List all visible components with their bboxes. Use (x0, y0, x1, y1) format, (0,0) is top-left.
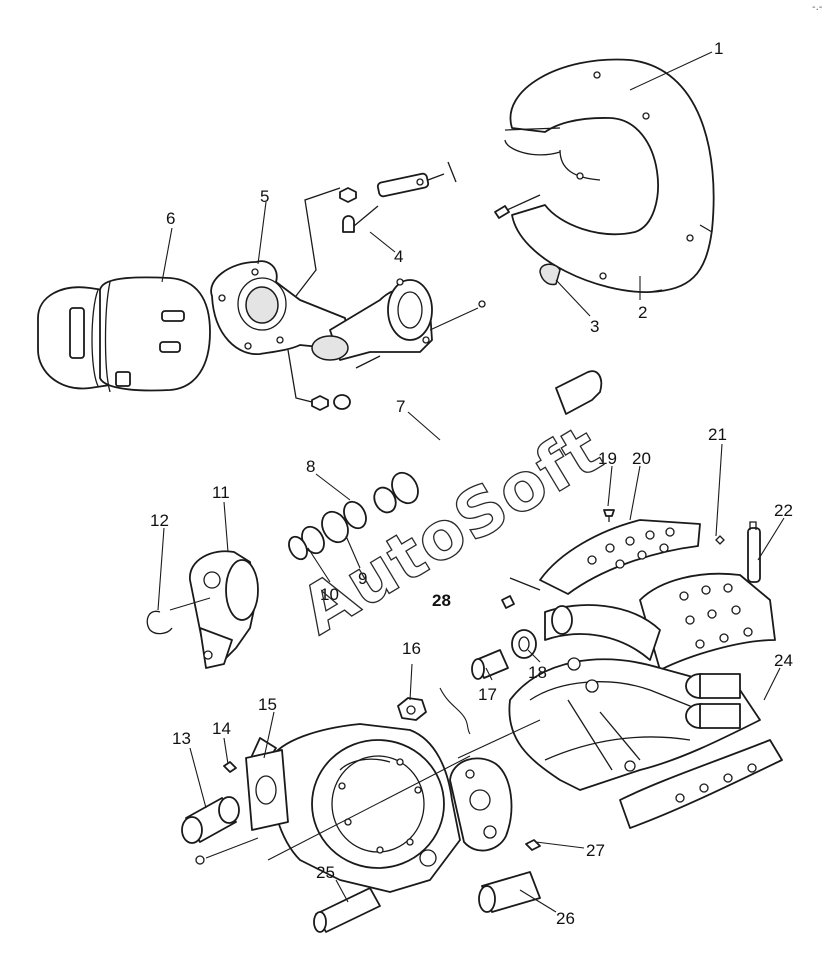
slack-adjuster-part (189, 550, 259, 669)
camshaft-bracket-part (311, 278, 486, 361)
anchor-pin-part (747, 521, 761, 583)
label-18: 18 (528, 663, 547, 682)
label-17: 17 (478, 685, 497, 704)
cap-part (539, 263, 561, 286)
bushing-17 (471, 649, 509, 680)
pin-25 (313, 887, 381, 933)
shield-bolt (494, 194, 541, 219)
brake-shoe-lining-lower (619, 739, 783, 829)
label-27: 27 (586, 841, 605, 860)
label-10: 10 (320, 585, 339, 604)
nut-16 (397, 697, 427, 721)
label-24: 24 (774, 651, 793, 670)
dust-shield-part (504, 58, 715, 293)
axis-line-lower (267, 755, 471, 861)
snap-ring-part (146, 597, 211, 635)
label-22: 22 (774, 501, 793, 520)
brake-shoe-lining-right (639, 572, 776, 671)
clevis-part (287, 161, 457, 411)
label-28: 28 (432, 591, 451, 610)
brake-spider-part (249, 723, 461, 893)
label-1: 1 (714, 39, 723, 58)
chamber-bracket-part (210, 260, 351, 355)
corner-mark: -.- (812, 2, 823, 13)
shoe-bolt (501, 577, 541, 609)
label-11: 11 (212, 483, 230, 502)
label-13: 13 (172, 729, 191, 748)
label-8: 8 (306, 457, 315, 476)
screw-14 (223, 761, 237, 773)
label-16: 16 (402, 639, 421, 658)
label-15: 15 (258, 695, 277, 714)
fitting-27 (525, 839, 541, 851)
label-19: 19 (598, 449, 617, 468)
axis-line-shoe (457, 719, 541, 759)
label-7: 7 (396, 397, 405, 416)
label-3: 3 (590, 317, 599, 336)
label-20: 20 (632, 449, 651, 468)
brake-chamber-part (37, 276, 211, 393)
rivet-part (603, 509, 615, 522)
spring-part (715, 535, 725, 545)
label-6: 6 (166, 209, 175, 228)
label-5: 5 (260, 187, 269, 206)
label-9: 9 (358, 569, 367, 588)
label-21: 21 (708, 425, 727, 444)
bushing-18 (511, 629, 537, 659)
part-number-labels: 1 2 3 4 5 6 7 8 9 10 11 12 13 14 15 16 1… (150, 39, 793, 928)
sleeve-26 (478, 871, 541, 913)
leader-lines (157, 51, 785, 913)
camshaft-boss-part (449, 757, 513, 852)
label-4: 4 (394, 247, 403, 266)
washer-group (288, 500, 367, 561)
label-14: 14 (212, 719, 231, 738)
label-12: 12 (150, 511, 169, 530)
bushing-13 (181, 796, 259, 865)
roller-group (685, 673, 741, 729)
label-26: 26 (556, 909, 575, 928)
label-2: 2 (638, 303, 647, 322)
label-25: 25 (316, 863, 335, 882)
mounting-plate-part (245, 749, 289, 831)
leader-28-curve (439, 687, 471, 735)
brake-shoe-upper (544, 604, 661, 661)
brake-shoe-lining-upper (539, 519, 701, 595)
